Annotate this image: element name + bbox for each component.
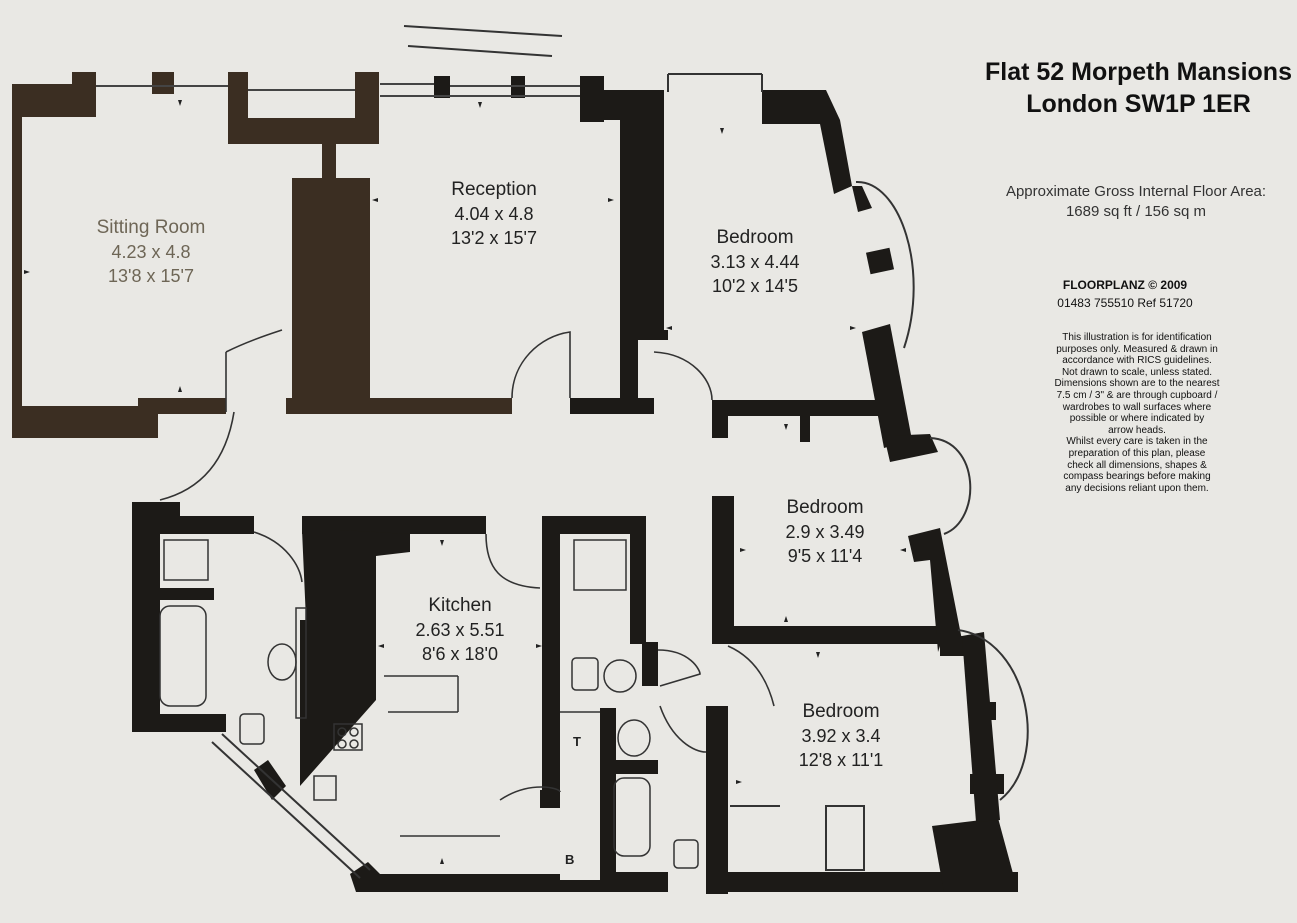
room-bedroom-3-imperial: 12'8 x 11'1 xyxy=(798,750,884,770)
disclaimer-line: Not drawn to scale, unless stated. xyxy=(1061,366,1213,378)
sitting-room-window xyxy=(96,85,355,91)
top-window-marks xyxy=(403,25,563,57)
room-kitchen-imperial: 8'6 x 18'0 xyxy=(422,644,498,664)
room-bedroom-2-metric: 2.9 x 3.49 xyxy=(785,522,865,542)
room-sitting-metric: 4.23 x 4.8 xyxy=(111,242,191,262)
bedroom1-walls xyxy=(712,90,912,448)
disclaimer-line: any decisions reliant upon them. xyxy=(1065,482,1209,494)
disclaimer-line: 7.5 cm / 3" & are through cupboard / xyxy=(1056,389,1218,401)
room-bedroom-2: Bedroom 2.9 x 3.49 9'5 x 11'4 xyxy=(760,496,890,568)
room-bedroom-2-name: Bedroom xyxy=(786,497,864,518)
bathroom-fixtures xyxy=(159,539,699,869)
room-sitting: Sitting Room 4.23 x 4.8 13'8 x 15'7 xyxy=(86,216,216,288)
dimension-arrow-heads xyxy=(24,100,906,864)
property-title: Flat 52 Morpeth Mansions London SW1P 1ER xyxy=(980,56,1297,120)
room-sitting-name: Sitting Room xyxy=(96,217,206,238)
room-reception-name: Reception xyxy=(451,179,537,200)
bedroom2-walls xyxy=(712,434,980,656)
room-bedroom-1: Bedroom 3.13 x 4.44 10'2 x 14'5 xyxy=(690,226,820,298)
property-title-line2: London SW1P 1ER xyxy=(1026,90,1251,118)
room-kitchen-metric: 2.63 x 5.51 xyxy=(415,620,505,640)
hob xyxy=(333,723,363,751)
room-bedroom-3-metric: 3.92 x 3.4 xyxy=(801,726,881,746)
kitchen-diagonal-window xyxy=(211,733,371,879)
brand-contact: 01483 755510 Ref 51720 xyxy=(1057,296,1193,310)
disclaimer-line: This illustration is for identification xyxy=(1062,332,1212,343)
disclaimer-line: preparation of this plan, please xyxy=(1068,447,1206,459)
disclaimer-line: compass bearings before making xyxy=(1063,471,1211,483)
disclaimer-line: accordance with RICS guidelines. xyxy=(1062,355,1212,367)
basin-ensuite xyxy=(617,719,651,757)
property-title-line1: Flat 52 Morpeth Mansions xyxy=(985,58,1292,86)
room-bedroom-3: Bedroom 3.92 x 3.4 12'8 x 11'1 xyxy=(776,700,906,772)
bath-ensuite xyxy=(613,777,651,857)
reception-window xyxy=(380,83,580,97)
floor-area: Approximate Gross Internal Floor Area: 1… xyxy=(975,182,1297,222)
shower-tray-left xyxy=(163,539,209,581)
room-reception: Reception 4.04 x 4.8 13'2 x 15'7 xyxy=(424,178,564,250)
brand-name: FLOORPLANZ © 2009 xyxy=(1062,278,1188,292)
disclaimer-line: wardrobes to wall surfaces where xyxy=(1062,401,1212,413)
disclaimer-text: This illustration is for identification … xyxy=(1032,332,1242,494)
bedroom1-window xyxy=(667,73,915,349)
room-kitchen: Kitchen 2.63 x 5.51 8'6 x 18'0 xyxy=(392,594,528,666)
door-swings xyxy=(159,329,775,801)
bedroom3-window xyxy=(730,629,1029,871)
wc-ensuite xyxy=(673,839,699,869)
room-reception-imperial: 13'2 x 15'7 xyxy=(451,228,537,248)
fixture-t-label: T xyxy=(573,734,581,749)
wc-right xyxy=(571,657,599,691)
disclaimer-line: check all dimensions, shapes & xyxy=(1067,459,1207,471)
floor-area-value: 1689 sq ft / 156 sq m xyxy=(1065,203,1207,220)
floor-area-label: Approximate Gross Internal Floor Area: xyxy=(1005,183,1267,200)
wc-left xyxy=(239,713,265,745)
brand-block: FLOORPLANZ © 2009 01483 755510 Ref 51720 xyxy=(1010,276,1240,312)
disclaimer-line: arrow heads. xyxy=(1108,424,1166,436)
room-reception-metric: 4.04 x 4.8 xyxy=(454,204,534,224)
disclaimer-line: Whilst every care is taken in the xyxy=(1066,436,1208,448)
fixture-b-label: B xyxy=(565,852,575,867)
kitchen-walls xyxy=(132,502,668,892)
disclaimer-line: possible or where indicated by xyxy=(1069,413,1205,425)
bath-left xyxy=(159,605,207,707)
room-bedroom-1-imperial: 10'2 x 14'5 xyxy=(712,276,798,296)
reception-walls xyxy=(434,76,668,414)
basin-right xyxy=(603,659,637,693)
shower-tray-right xyxy=(573,539,627,591)
disclaimer-line: Dimensions shown are to the nearest xyxy=(1054,378,1220,390)
bedroom2-window xyxy=(929,437,972,535)
room-bedroom-1-metric: 3.13 x 4.44 xyxy=(710,252,800,272)
bedroom3-walls xyxy=(706,632,1018,894)
room-bedroom-1-name: Bedroom xyxy=(716,227,794,248)
kitchen-sink xyxy=(313,775,337,801)
sitting-room-walls xyxy=(12,72,512,438)
room-sitting-imperial: 13'8 x 15'7 xyxy=(108,266,194,286)
disclaimer-line: purposes only. Measured & drawn in xyxy=(1056,343,1218,355)
room-bedroom-2-imperial: 9'5 x 11'4 xyxy=(787,546,863,566)
basin-left xyxy=(267,643,297,681)
room-bedroom-3-name: Bedroom xyxy=(802,701,880,722)
room-kitchen-name: Kitchen xyxy=(428,595,492,616)
